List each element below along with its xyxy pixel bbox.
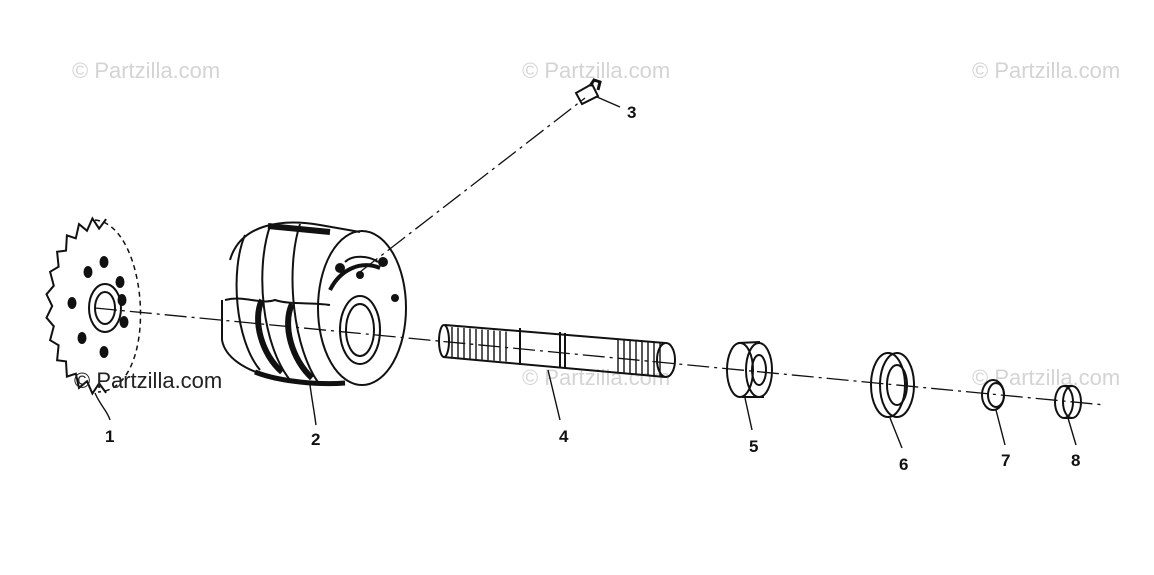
watermark-middle: © Partzilla.com	[522, 365, 670, 390]
leader-lines	[94, 96, 1077, 449]
part-1-sprocket	[45, 216, 142, 396]
sprocket-hole	[119, 316, 129, 328]
watermark-bottom-right: © Partzilla.com	[972, 365, 1120, 390]
sprocket-hole	[99, 346, 109, 358]
callout-4: 4	[559, 427, 569, 446]
axis-line	[94, 307, 1106, 406]
sprocket-hole	[115, 276, 125, 288]
callout-8: 8	[1071, 451, 1080, 470]
sprocket-teeth-outline	[45, 216, 107, 396]
sprocket-hole	[77, 332, 87, 344]
part-8-collar	[1054, 385, 1082, 419]
sprocket-hole	[117, 294, 127, 306]
part-6-seal	[870, 352, 915, 418]
callout-1: 1	[105, 427, 114, 446]
callout-2: 2	[311, 430, 320, 449]
callout-7: 7	[1001, 451, 1010, 470]
part-2-drum	[221, 221, 407, 387]
part-3-bolt	[574, 78, 602, 106]
part-4-shaft	[438, 324, 676, 378]
watermark-over-sprocket: © Partzilla.com	[74, 368, 222, 393]
bolt-axis-line	[359, 97, 586, 273]
watermark-top-right: © Partzilla.com	[972, 58, 1120, 83]
part-5-bearing	[726, 341, 773, 398]
callout-6: 6	[899, 455, 908, 474]
sprocket-hole	[67, 297, 77, 309]
callout-5: 5	[749, 437, 758, 456]
sprocket-hole	[83, 266, 93, 278]
part-7-snap-ring	[981, 379, 1005, 411]
sprocket-hole	[99, 256, 109, 268]
watermark-top-left: © Partzilla.com	[72, 58, 220, 83]
watermark-top-center: © Partzilla.com	[522, 58, 670, 83]
callout-3: 3	[627, 103, 636, 122]
